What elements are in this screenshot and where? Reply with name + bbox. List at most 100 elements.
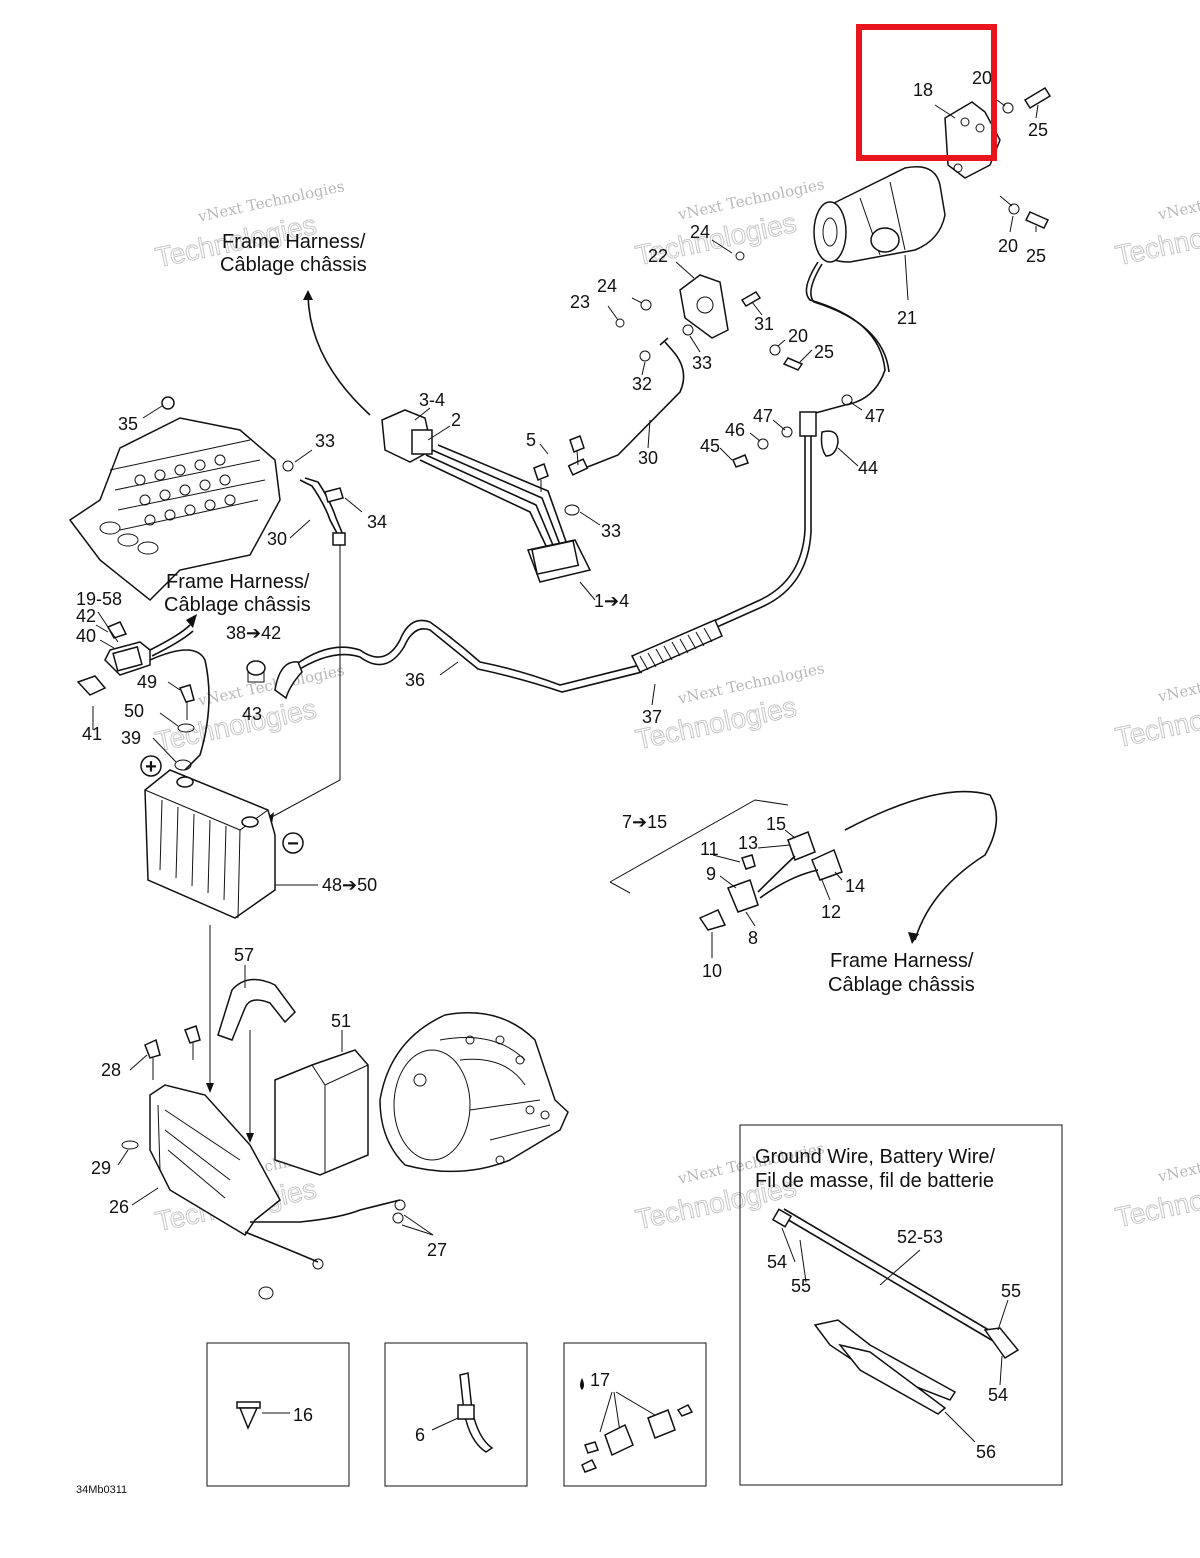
callout-47: 47 xyxy=(865,406,885,426)
detail-box-ground-wire xyxy=(739,1124,1063,1486)
callout-9: 9 xyxy=(706,864,716,884)
starter-cable xyxy=(704,261,890,632)
caption-frame-harness-right-fr: Câblage châssis xyxy=(828,974,975,996)
starter-assembly xyxy=(813,86,1052,301)
caption-ground-wire-fr: Fil de masse, fil de batterie xyxy=(755,1170,994,1192)
frame-harness-top xyxy=(303,290,601,601)
callout-50: 50 xyxy=(124,701,144,721)
drawing-code: 34Mb0311 xyxy=(76,1484,127,1496)
solenoid-bracket xyxy=(679,274,729,339)
callout-25: 25 xyxy=(1026,246,1046,266)
detail-box-6 xyxy=(384,1342,528,1487)
engine-bottom xyxy=(379,1012,569,1173)
callout-24: 24 xyxy=(597,276,617,296)
callout-54: 54 xyxy=(988,1385,1008,1405)
caption-ground-wire-en: Ground Wire, Battery Wire/ xyxy=(755,1146,996,1168)
callout-40: 40 xyxy=(76,626,96,646)
watermark-text: vNext Technologies xyxy=(1155,657,1200,706)
callout-20: 20 xyxy=(998,236,1018,256)
battery xyxy=(140,755,318,1093)
battery-case xyxy=(144,769,276,919)
callout-10: 10 xyxy=(702,961,722,981)
callout-22: 22 xyxy=(648,246,668,266)
callout-2: 2 xyxy=(451,410,461,430)
callout-12: 12 xyxy=(821,902,841,922)
callout-16: 16 xyxy=(293,1405,313,1425)
callout-43: 43 xyxy=(242,704,262,724)
detail-box-17 xyxy=(563,1342,707,1487)
callout-52-53: 52-53 xyxy=(897,1227,943,1247)
watermark-text: vNext Technologies xyxy=(1155,1137,1200,1186)
battery-strap xyxy=(217,978,296,1041)
callout-8: 8 xyxy=(748,928,758,948)
callout-55: 55 xyxy=(1001,1281,1021,1301)
callout-39: 39 xyxy=(121,728,141,748)
harness-right xyxy=(609,790,998,958)
engine-block-left xyxy=(68,396,363,602)
callout-47: 47 xyxy=(753,406,773,426)
caption-frame-harness-top-fr: Câblage châssis xyxy=(220,254,367,276)
callout-24: 24 xyxy=(690,222,710,242)
callout-33: 33 xyxy=(692,353,712,373)
callout-33: 33 xyxy=(315,431,335,451)
caption-frame-harness-left-fr: Câblage châssis xyxy=(164,594,311,616)
callout-55: 55 xyxy=(791,1276,811,1296)
callout-14: 14 xyxy=(845,876,865,896)
watermark-text: vNext Technologies xyxy=(1155,175,1200,224)
callout-20: 20 xyxy=(788,326,808,346)
callout-19-58: 19-58 xyxy=(76,589,122,609)
callout-44: 44 xyxy=(858,458,878,478)
callout-23: 23 xyxy=(570,292,590,312)
solenoid-bracket-group xyxy=(567,239,813,476)
callout-5: 5 xyxy=(526,430,536,450)
detail-box-16 xyxy=(206,1342,350,1487)
callout-6: 6 xyxy=(415,1425,425,1445)
callout-38-42: 38➔42 xyxy=(226,623,281,643)
callout-42: 42 xyxy=(76,606,96,626)
callout-18: 18 xyxy=(913,80,933,100)
callout-37: 37 xyxy=(642,707,662,727)
callout-34: 34 xyxy=(367,512,387,532)
battery-cover xyxy=(274,1049,369,1176)
callout-54: 54 xyxy=(767,1252,787,1272)
callout-45: 45 xyxy=(700,436,720,456)
callout-3-4: 3-4 xyxy=(419,390,445,410)
callout-33: 33 xyxy=(601,521,621,541)
callout-25: 25 xyxy=(814,342,834,362)
callout-1-4: 1➔4 xyxy=(594,591,629,611)
callout-28: 28 xyxy=(101,1060,121,1080)
caption-frame-harness-right-en: Frame Harness/ xyxy=(830,950,974,972)
spiral-wrap xyxy=(630,619,723,673)
callout-30: 30 xyxy=(267,529,287,549)
crimp-tool xyxy=(813,1319,957,1401)
battery-holder xyxy=(117,965,434,1300)
cable-30 xyxy=(579,341,685,471)
callout-31: 31 xyxy=(754,314,774,334)
watermark-outline: Technologies xyxy=(153,693,319,757)
caption-frame-harness-left-en: Frame Harness/ xyxy=(166,571,310,593)
callout-56: 56 xyxy=(976,1442,996,1462)
positive-terminal-symbol: + xyxy=(145,756,157,778)
callout-17: 17 xyxy=(590,1370,610,1390)
callout-7-15: 7➔15 xyxy=(622,812,667,832)
callout-21: 21 xyxy=(897,308,917,328)
callout-numbers: 18 20 25 20 25 21 24 22 24 23 31 20 25 3… xyxy=(76,68,1048,1462)
callout-49: 49 xyxy=(137,672,157,692)
callout-41: 41 xyxy=(82,724,102,744)
terminal-cap xyxy=(820,430,839,457)
callout-20: 20 xyxy=(972,68,992,88)
frame-harness-left xyxy=(76,611,266,771)
callout-48-50: 48➔50 xyxy=(322,875,377,895)
callout-32: 32 xyxy=(632,374,652,394)
callout-29: 29 xyxy=(91,1158,111,1178)
ground-wire-lead xyxy=(269,545,341,819)
callout-35: 35 xyxy=(118,414,138,434)
highlight-box xyxy=(856,24,997,161)
callout-13: 13 xyxy=(738,833,758,853)
caption-frame-harness-top-en: Frame Harness/ xyxy=(222,231,366,253)
callout-36: 36 xyxy=(405,670,425,690)
callout-30: 30 xyxy=(638,448,658,468)
callout-51: 51 xyxy=(331,1011,351,1031)
